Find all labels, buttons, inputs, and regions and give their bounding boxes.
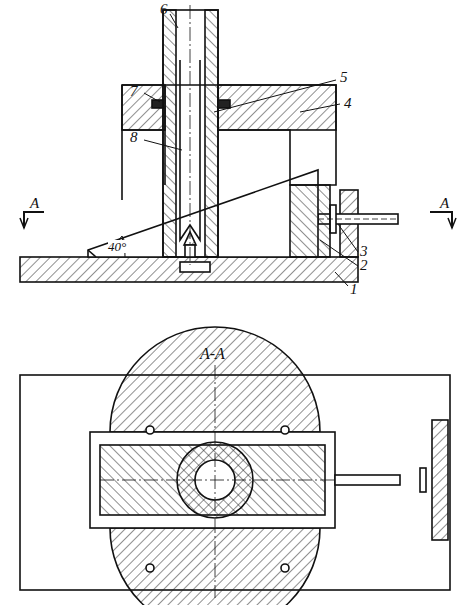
callout-number: 1 bbox=[350, 282, 358, 297]
angle-dimension: 40° bbox=[108, 240, 126, 253]
section-title: A-A bbox=[200, 346, 225, 362]
section-letter: A bbox=[30, 196, 39, 211]
callout-number: 2 bbox=[360, 258, 368, 273]
callout-number: 6 bbox=[160, 2, 168, 17]
callout-number: 7 bbox=[130, 84, 138, 99]
callout-number: 4 bbox=[344, 96, 352, 111]
callout-number: 3 bbox=[360, 244, 368, 259]
section-letter: A bbox=[440, 196, 449, 211]
callout-number: 8 bbox=[130, 130, 138, 145]
callout-number: 5 bbox=[340, 70, 348, 85]
